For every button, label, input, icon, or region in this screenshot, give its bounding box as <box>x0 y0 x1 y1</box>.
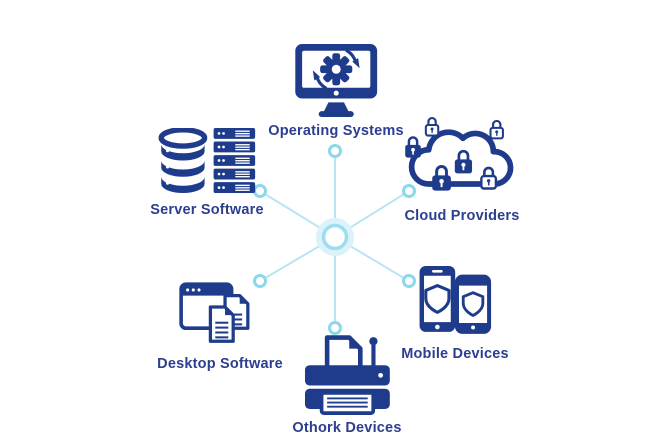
node-label-cloud-providers: Cloud Providers <box>404 208 520 224</box>
node-operating-systems: Operating Systems <box>268 42 404 139</box>
window-documents-icon <box>179 281 261 351</box>
node-cloud-providers: Cloud Providers <box>400 106 524 224</box>
node-server-software: Server Software <box>150 127 264 218</box>
database-server-rack-icon <box>157 127 257 193</box>
node-mobile-devices: Mobile Devices <box>401 264 509 362</box>
node-label-desktop-software: Desktop Software <box>157 356 283 372</box>
phone-right <box>454 274 491 334</box>
hub-center-icon <box>316 218 354 256</box>
node-label-mobile-devices: Mobile Devices <box>401 346 509 362</box>
server-rack <box>213 128 255 193</box>
document-front <box>208 305 235 343</box>
monitor-gear-icon <box>293 42 379 118</box>
cloud-padlocks-icon <box>400 106 524 203</box>
node-label-server-software: Server Software <box>150 202 264 218</box>
node-label-operating-systems: Operating Systems <box>268 123 404 139</box>
wireless-printer-icon <box>299 332 395 415</box>
printer-tray <box>319 391 375 415</box>
node-label-othork-devices: Othork Devices <box>292 420 402 436</box>
smartphones-shield-icon <box>414 264 496 341</box>
printer-antenna <box>368 337 378 368</box>
phone-left <box>419 265 455 332</box>
node-desktop-software: Desktop Software <box>157 281 283 372</box>
node-othork-devices: Othork Devices <box>292 332 401 436</box>
